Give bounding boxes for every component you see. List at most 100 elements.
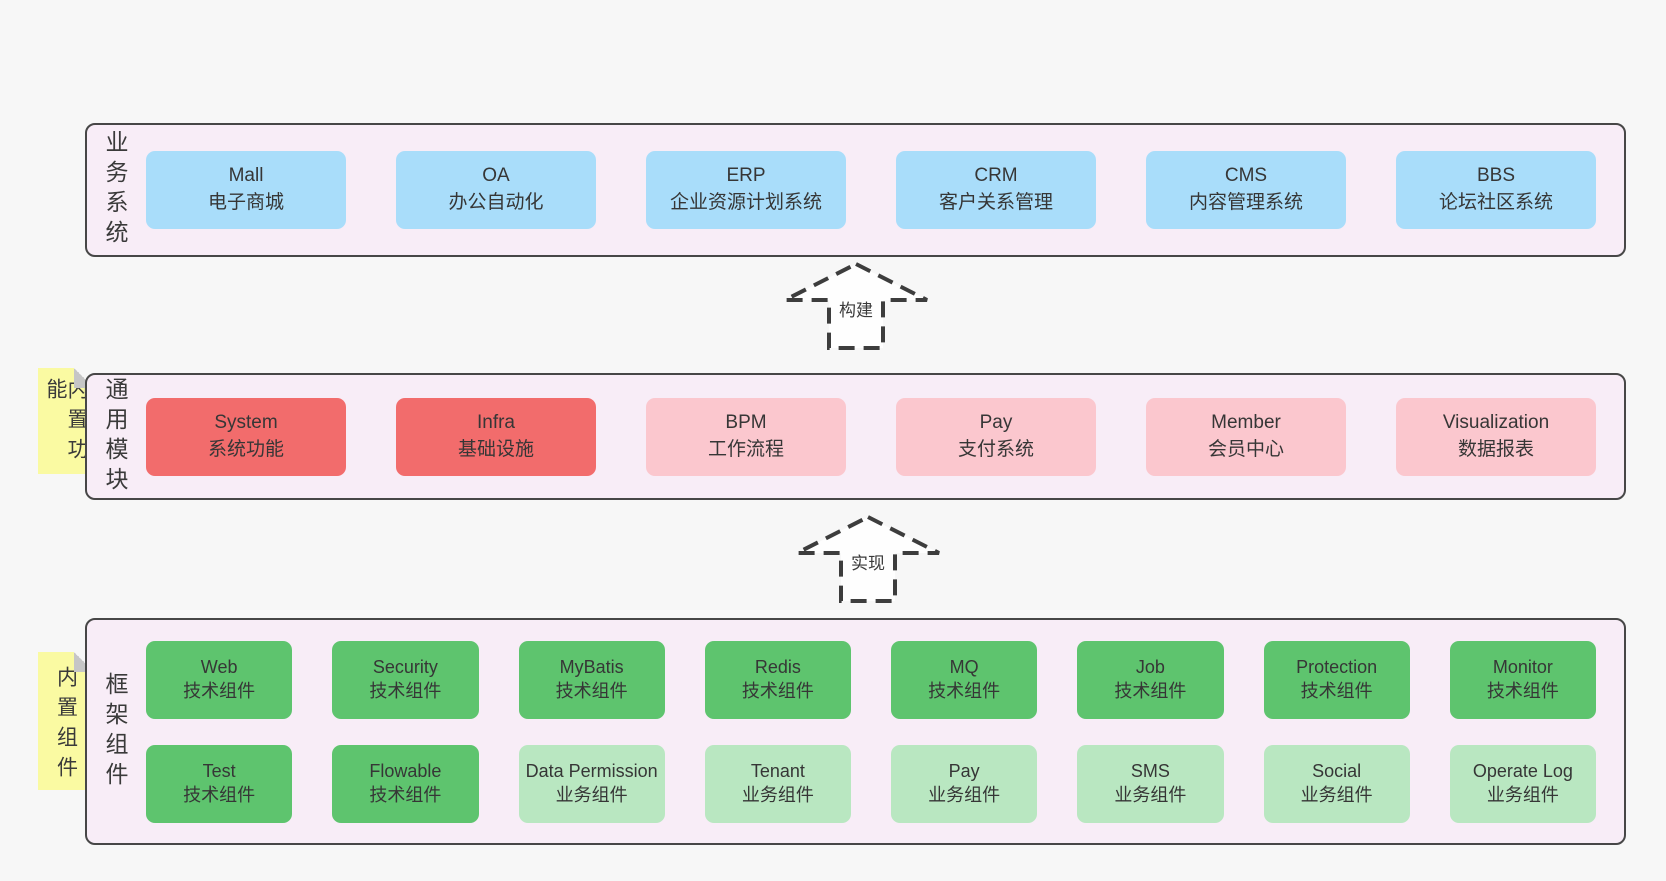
- box-title: Redis: [754, 656, 801, 677]
- box-title: BPM: [725, 411, 767, 433]
- box-title: Web: [200, 656, 238, 677]
- box-subtitle: 业务组件: [1300, 784, 1373, 805]
- box-subtitle: 支付系统: [957, 438, 1034, 460]
- box-subtitle: 基础设施: [457, 438, 534, 460]
- box-title: Flowable: [369, 760, 442, 781]
- box-title: Operate Log: [1472, 760, 1573, 781]
- box-title: MyBatis: [559, 656, 624, 677]
- box-subtitle: 技术组件: [928, 680, 1001, 701]
- box-title: Security: [372, 656, 438, 677]
- box-subtitle: 技术组件: [1300, 680, 1373, 701]
- box-title: System: [214, 411, 278, 433]
- box-subtitle: 系统功能: [207, 438, 284, 460]
- band-row: System 系统功能 Infra 基础设施 BPM 工作流程 Pay 支付系统 Member 会…: [146, 397, 1596, 476]
- box-title: Pay: [979, 411, 1013, 433]
- box-subtitle: 技术组件: [183, 680, 256, 701]
- box-subtitle: 办公自动化: [448, 192, 544, 213]
- box-subtitle: 技术组件: [183, 784, 256, 805]
- box-operate-log: Operate Log 业务组件: [1449, 744, 1596, 823]
- box-subtitle: 业务组件: [1114, 784, 1187, 805]
- box-web: Web 技术组件: [146, 640, 293, 719]
- box-cms: CMS 内容管理系统: [1146, 151, 1346, 229]
- box-mq: MQ 技术组件: [891, 640, 1038, 719]
- box-sms: SMS 业务组件: [1077, 744, 1224, 823]
- box-subtitle: 业务组件: [741, 784, 814, 805]
- box-title: Protection: [1296, 656, 1378, 677]
- box-social: Social 业务组件: [1263, 744, 1410, 823]
- box-erp: ERP 企业资源计划系统: [646, 151, 846, 229]
- box-subtitle: 技术组件: [1486, 680, 1559, 701]
- box-title: CRM: [974, 165, 1018, 187]
- box-title: Job: [1135, 656, 1165, 677]
- box-title: Visualization: [1442, 411, 1550, 433]
- box-job: Job 技术组件: [1077, 640, 1224, 719]
- box-subtitle: 客户关系管理: [938, 192, 1053, 213]
- box-subtitle: 论坛社区系统: [1438, 192, 1553, 213]
- box-title: SMS: [1130, 760, 1170, 781]
- box-title: Social: [1312, 760, 1362, 781]
- box-oa: OA 办公自动化: [396, 151, 596, 229]
- box-monitor: Monitor 技术组件: [1449, 640, 1596, 719]
- box-title: Test: [202, 760, 236, 781]
- box-title: Infra: [476, 411, 516, 433]
- box-data-permission: Data Permission 业务组件: [518, 744, 665, 823]
- box-subtitle: 业务组件: [1486, 784, 1559, 805]
- band-label-common-modules: 通用模块: [102, 376, 128, 497]
- box-pay: Pay 支付系统: [896, 397, 1096, 476]
- box-subtitle: 技术组件: [555, 680, 628, 701]
- box-bbs: BBS 论坛社区系统: [1396, 151, 1596, 229]
- box-mybatis: MyBatis 技术组件: [518, 640, 665, 719]
- box-title: Pay: [948, 760, 980, 781]
- box-subtitle: 技术组件: [369, 784, 442, 805]
- box-title: Tenant: [750, 760, 805, 781]
- box-pay: Pay 业务组件: [891, 744, 1038, 823]
- box-title: MQ: [949, 656, 979, 677]
- sticky-note-built-in-components: 内置组件: [38, 652, 94, 790]
- box-tenant: Tenant 业务组件: [704, 744, 851, 823]
- arrow-build: 构建: [780, 259, 932, 353]
- box-subtitle: 电子商城: [207, 192, 284, 213]
- box-test: Test 技术组件: [146, 744, 293, 823]
- band-common-modules: 通用模块 System 系统功能 Infra 基础设施 BPM 工作流程 Pay 支付系统 Me…: [85, 373, 1626, 500]
- box-flowable: Flowable 技术组件: [332, 744, 479, 823]
- box-subtitle: 技术组件: [1114, 680, 1187, 701]
- sticky-note-text: 内置组件: [54, 666, 78, 786]
- box-redis: Redis 技术组件: [704, 640, 851, 719]
- box-title: ERP: [726, 165, 766, 187]
- box-title: Member: [1211, 411, 1281, 433]
- arrow-implement-label: 实现: [848, 549, 888, 574]
- box-protection: Protection 技术组件: [1263, 640, 1410, 719]
- arrow-build-label: 构建: [836, 296, 876, 321]
- box-system: System 系统功能: [146, 397, 346, 476]
- band-rows: System 系统功能 Infra 基础设施 BPM 工作流程 Pay 支付系统 Member 会…: [136, 397, 1624, 476]
- box-member: Member 会员中心: [1146, 397, 1346, 476]
- sticky-note-built-in-features: 内置功能: [38, 368, 94, 474]
- box-subtitle: 企业资源计划系统: [669, 192, 822, 213]
- arrow-implement: 实现: [792, 512, 944, 606]
- box-title: CMS: [1224, 165, 1268, 187]
- box-subtitle: 内容管理系统: [1188, 192, 1303, 213]
- box-subtitle: 业务组件: [555, 784, 628, 805]
- band-label-business-systems: 业务系统: [102, 130, 128, 250]
- sticky-note-text: 内置功能: [44, 378, 88, 468]
- box-title: OA: [482, 165, 510, 187]
- box-title: Monitor: [1492, 656, 1553, 677]
- box-title: BBS: [1476, 165, 1516, 187]
- box-crm: CRM 客户关系管理: [896, 151, 1096, 229]
- box-subtitle: 技术组件: [741, 680, 814, 701]
- band-label-framework-components: 框架组件: [102, 671, 128, 792]
- box-subtitle: 业务组件: [928, 784, 1001, 805]
- box-title: Data Permission: [525, 760, 658, 781]
- box-bpm: BPM 工作流程: [646, 397, 846, 476]
- box-subtitle: 工作流程: [707, 438, 784, 460]
- box-subtitle: 会员中心: [1207, 438, 1284, 460]
